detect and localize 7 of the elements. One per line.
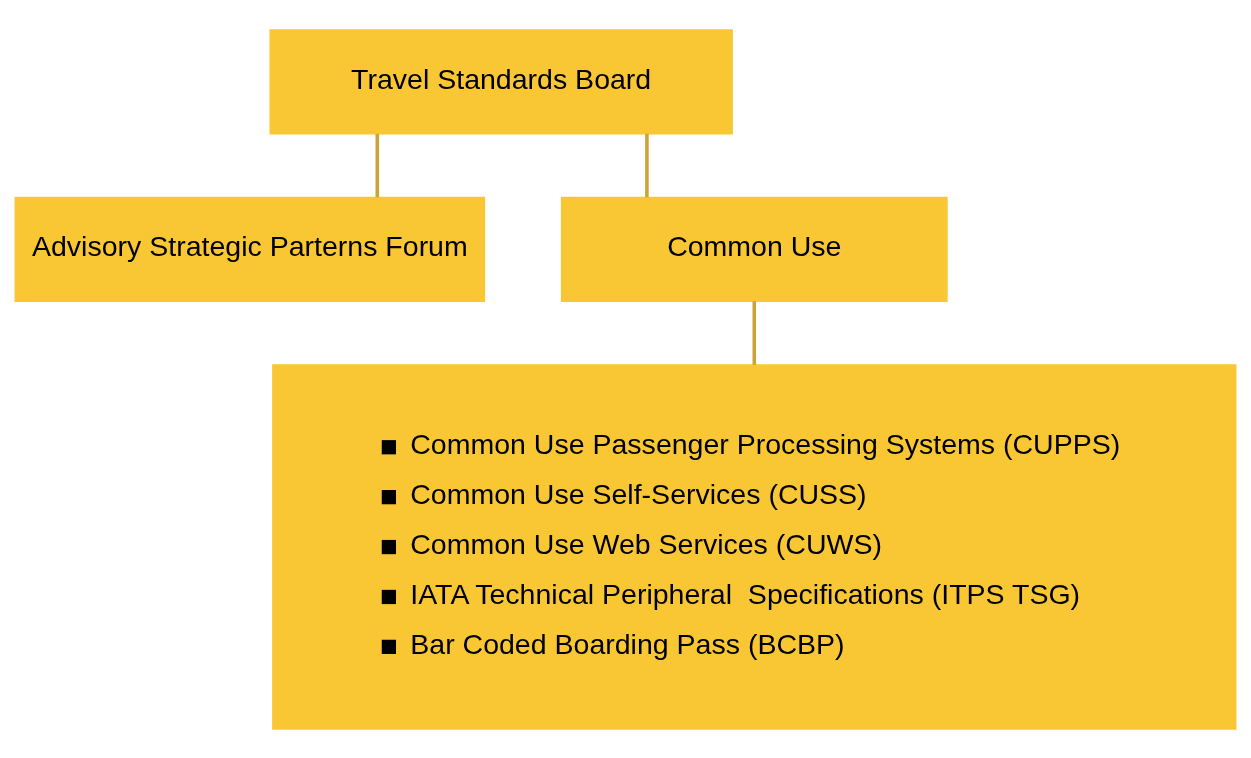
connector	[645, 133, 649, 197]
node-box: Advisory Strategic Parterns Forum	[14, 196, 486, 302]
node-box: Common Use Passenger Processing Systems (CUPPS) Common Use Self-Services (CUSS) Common Use Web Services (CUWS) IATA Technical Peripheral Specifications (ITPS TSG) Bar Coded Boarding Pass (BCBP)	[272, 363, 1237, 730]
connector	[752, 300, 757, 365]
node-box: Common Use	[560, 196, 948, 302]
connector	[375, 133, 380, 197]
node-box: Travel Standards Board	[269, 28, 733, 134]
